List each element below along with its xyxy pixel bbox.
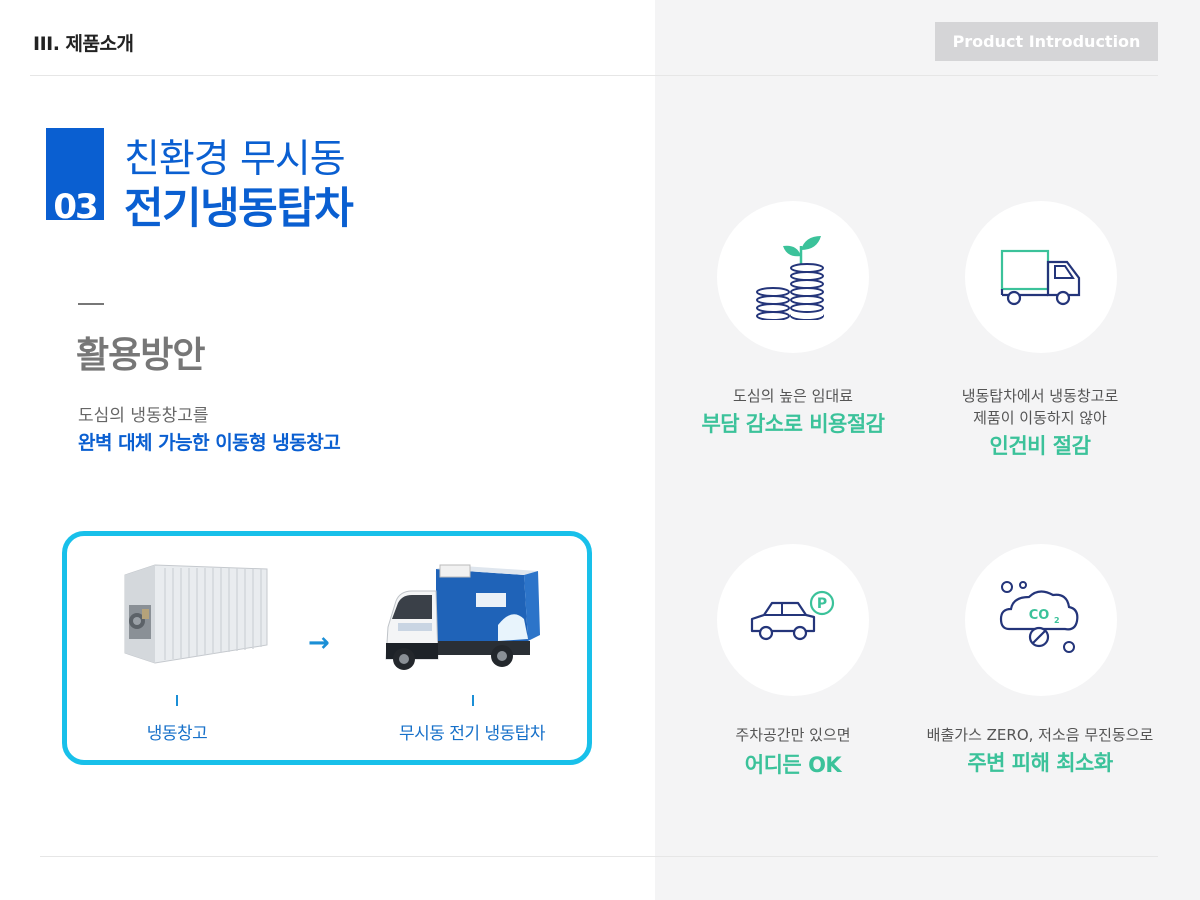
header-divider: [30, 75, 1158, 76]
arrow-icon: →: [308, 628, 330, 658]
right-tick: [472, 695, 474, 706]
benefit-cost-circle: [717, 201, 869, 353]
benefit-parking-desc: 주차공간만 있으면: [735, 726, 851, 744]
section-number-block: 03: [46, 128, 104, 220]
page-title-line2: 전기냉동탑차: [124, 184, 354, 234]
usage-description: 도심의 냉동창고를: [78, 406, 209, 426]
footer-divider: [40, 856, 1158, 857]
benefit-parking-highlight: 어디든 OK: [744, 753, 842, 777]
truck-image: [385, 564, 540, 670]
container-image: [124, 564, 268, 664]
usage-heading: 활용방안: [76, 335, 205, 376]
right-panel: [655, 0, 1200, 900]
truck-icon: [1000, 249, 1081, 306]
co2-cloud-icon: CO 2: [999, 581, 1079, 653]
comparison-frame: [62, 531, 592, 765]
benefit-labor-highlight: 인건비 절감: [989, 434, 1091, 458]
benefit-parking-circle: P: [717, 544, 869, 696]
container-label: 냉동창고: [146, 724, 208, 744]
section-number: 03: [53, 187, 98, 220]
svg-text:2: 2: [1054, 616, 1060, 625]
left-tick: [176, 695, 178, 706]
benefit-labor-desc-2: 제품이 이동하지 않아: [973, 409, 1107, 427]
benefit-eco-highlight: 주변 피해 최소화: [967, 751, 1113, 775]
benefit-eco-desc: 배출가스 ZERO, 저소음 무진동으로: [926, 726, 1154, 744]
truck-label: 무시동 전기 냉동탑차: [398, 724, 546, 744]
svg-text:P: P: [817, 596, 827, 612]
benefit-labor-desc-1: 냉동탑차에서 냉동창고로: [961, 387, 1119, 405]
svg-text:CO: CO: [1029, 608, 1050, 623]
section-label: III. 제품소개: [33, 33, 134, 55]
heading-dash: [78, 303, 104, 305]
benefit-eco-circle: CO 2: [965, 544, 1117, 696]
money-plant-icon: [756, 236, 824, 320]
section-tag: Product Introduction: [935, 22, 1158, 61]
usage-highlight: 완벽 대체 가능한 이동형 냉동창고: [78, 432, 341, 454]
benefit-labor-circle: [965, 201, 1117, 353]
benefit-cost-desc: 도심의 높은 임대료: [733, 387, 853, 405]
page-title-line1: 친환경 무시동: [124, 137, 346, 182]
benefit-cost-highlight: 부담 감소로 비용절감: [701, 412, 885, 436]
car-parking-icon: P: [750, 590, 835, 641]
